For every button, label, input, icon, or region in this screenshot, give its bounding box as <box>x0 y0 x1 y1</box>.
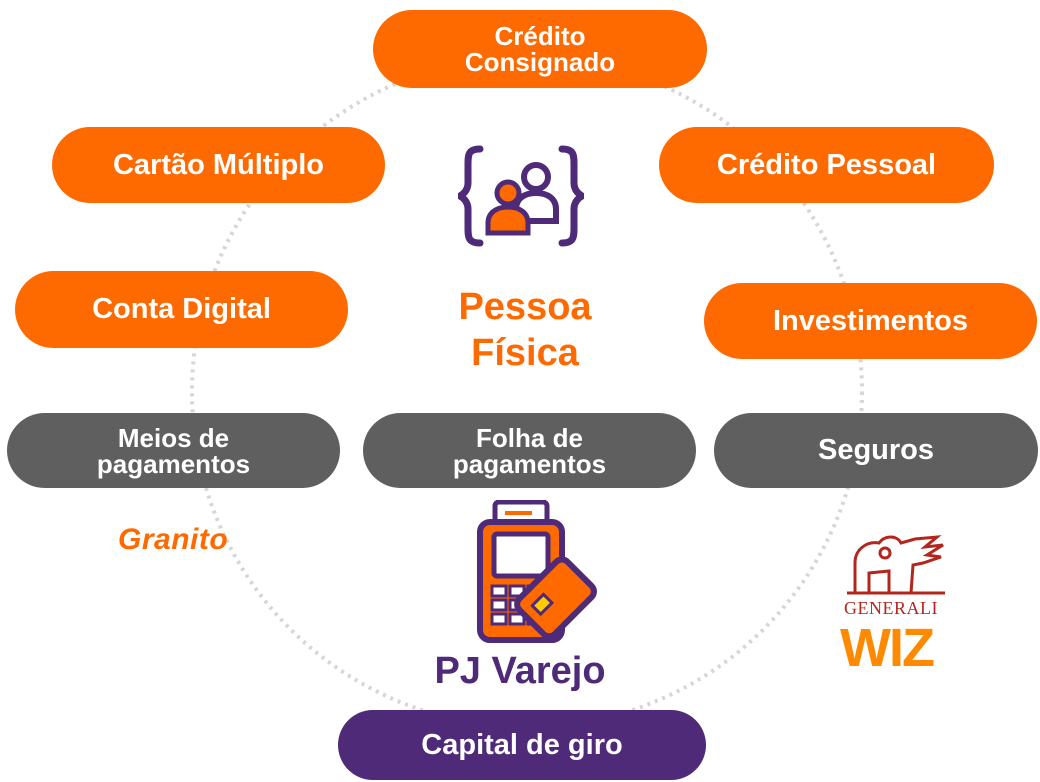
people-icon <box>458 145 584 247</box>
pill-label-line1: Meios de <box>117 422 230 453</box>
generali-lion-icon <box>847 535 945 595</box>
pill-seguros: Seguros <box>714 413 1038 488</box>
wiz-wordmark: WIZ <box>840 618 935 678</box>
pill-credito-pessoal: Crédito Pessoal <box>659 127 994 203</box>
pill-conta-digital: Conta Digital <box>15 271 348 348</box>
pill-label-line1: Folha de <box>476 422 583 453</box>
title-line1: Pessoa <box>458 286 592 328</box>
pill-label: Seguros <box>817 434 935 466</box>
pill-label: Investimentos <box>773 304 968 337</box>
pill-label: Crédito Pessoal <box>716 148 937 181</box>
pill-label: Conta Digital <box>92 293 271 325</box>
pill-meios-de-pagamentos: Meios de pagamentos <box>7 413 340 488</box>
granito-logo: Granito <box>118 523 229 556</box>
pill-credito-consignado: Crédito Consignado <box>373 10 707 88</box>
pill-label-line2: Consignado <box>464 47 616 77</box>
title-line2: Física <box>471 332 579 374</box>
pill-investimentos: Investimentos <box>704 283 1037 359</box>
pessoa-fisica-title: Pessoa Física <box>430 284 620 376</box>
pos-terminal-icon <box>477 500 597 643</box>
pj-varejo-title: PJ Varejo <box>434 650 606 692</box>
pill-label-line2: pagamentos <box>96 448 251 479</box>
pill-label: Cartão Múltiplo <box>112 148 325 181</box>
pill-label: Capital de giro <box>421 728 623 761</box>
pill-label-line2: pagamentos <box>452 448 607 479</box>
pill-cartao-multiplo: Cartão Múltiplo <box>52 127 385 203</box>
pill-folha-de-pagamentos: Folha de pagamentos <box>363 413 696 488</box>
pill-label-line1: Crédito <box>494 21 586 51</box>
pill-capital-de-giro: Capital de giro <box>338 710 706 780</box>
generali-wordmark: GENERALI <box>844 598 938 618</box>
